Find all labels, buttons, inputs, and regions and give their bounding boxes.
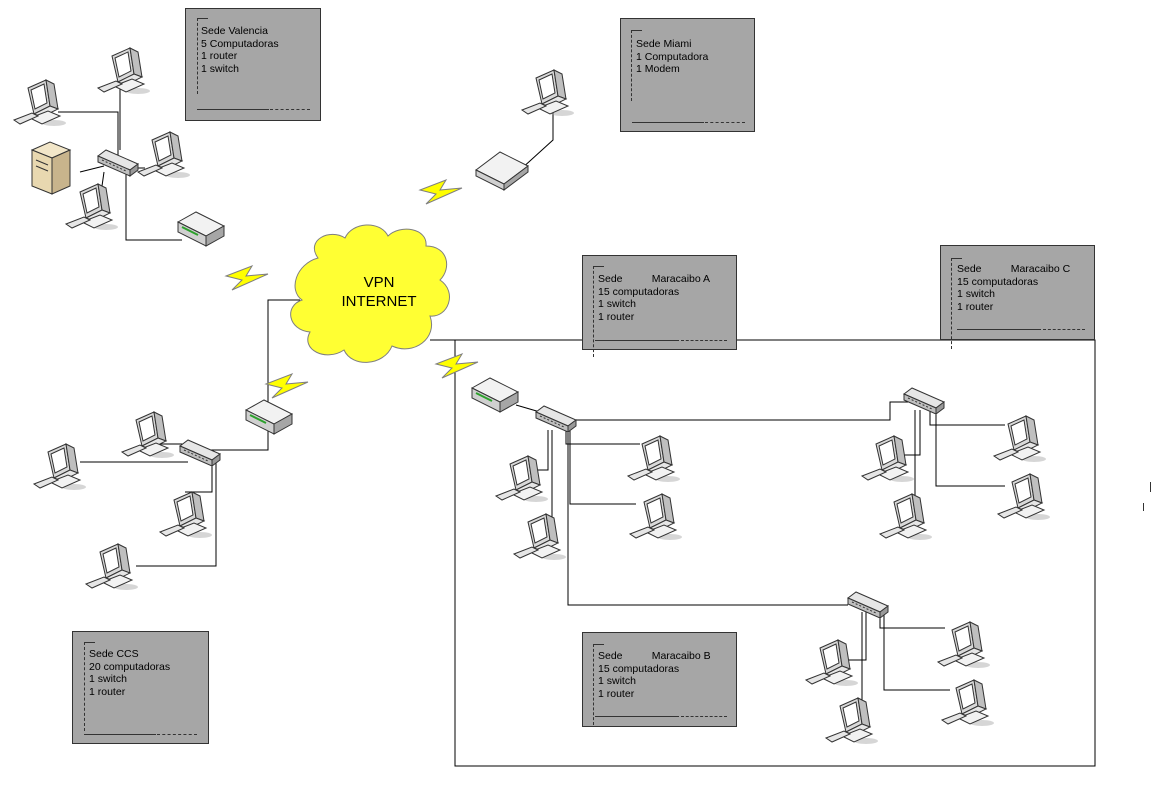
pc-icon xyxy=(879,493,933,541)
cloud-label-line1: VPN xyxy=(364,274,395,291)
site-note-ccs: Sede CCS 20 computadoras 1 switch 1 rout… xyxy=(72,631,209,744)
pc-icon xyxy=(159,491,213,539)
site-note-maracaibo-b: Sede Maracaibo B 15 computadoras 1 switc… xyxy=(582,632,737,727)
site-note-line: Sede Maracaibo A xyxy=(598,273,711,285)
pc-icon xyxy=(521,69,575,117)
edge-mark xyxy=(1143,503,1144,511)
site-note-line: Sede Miami xyxy=(636,38,692,50)
site-note-maracaibo-a: Sede Maracaibo A 15 computadoras 1 switc… xyxy=(582,255,737,357)
site-note-line: 1 switch xyxy=(201,62,239,75)
lightning-icon xyxy=(435,353,479,379)
pc-icon xyxy=(495,455,549,503)
site-note-miami: Sede Miami 1 Computadora 1 Modem xyxy=(620,18,755,132)
site-note-line: 1 router xyxy=(598,310,635,323)
cloud-icon: VPN INTERNET xyxy=(290,224,450,363)
pc-icon xyxy=(65,183,119,231)
site-note-line: 1 switch xyxy=(598,298,636,310)
lightning-icon xyxy=(265,373,309,399)
router-icon xyxy=(177,211,225,247)
pc-icon xyxy=(997,473,1051,521)
site-note-line: 15 computadoras xyxy=(598,662,680,675)
pc-icon xyxy=(627,435,681,483)
pc-icon xyxy=(805,639,859,687)
pc-icon xyxy=(825,697,879,745)
site-note-line: 15 computadoras xyxy=(598,285,680,298)
site-note-line: Sede Maracaibo C xyxy=(957,263,1071,275)
site-note-line: Sede Maracaibo B xyxy=(598,650,711,662)
cloud-label-line2: INTERNET xyxy=(342,293,417,310)
switch-icon xyxy=(847,591,889,619)
edge-mark xyxy=(1150,482,1151,492)
site-note-line: 1 router xyxy=(201,50,238,62)
site-note-line: 1 router xyxy=(89,685,126,698)
site-note-line: Sede CCS xyxy=(89,648,139,660)
switch-icon xyxy=(535,405,577,433)
site-note-line: 1 switch xyxy=(957,288,995,300)
switch-icon xyxy=(903,387,945,415)
site-note-maracaibo-c: Sede Maracaibo C 15 computadoras 1 switc… xyxy=(940,245,1095,349)
router-icon xyxy=(471,377,519,413)
modem-icon xyxy=(475,151,529,191)
pc-icon xyxy=(13,79,67,127)
pc-icon xyxy=(121,411,175,459)
pc-icon xyxy=(861,435,915,483)
site-note-line: Sede Valencia xyxy=(201,25,268,37)
site-note-line: 5 Computadoras xyxy=(201,37,279,50)
site-note-line: 1 switch xyxy=(598,675,636,687)
router-icon xyxy=(245,399,293,435)
pc-icon xyxy=(137,131,191,179)
site-note-line: 20 computadoras xyxy=(89,660,171,673)
site-note-line: 1 router xyxy=(598,687,635,700)
site-note-line: 1 Modem xyxy=(636,63,680,75)
lightning-icon xyxy=(225,265,269,291)
pc-icon xyxy=(937,621,991,669)
pc-icon xyxy=(941,679,995,727)
server-icon xyxy=(30,141,72,195)
pc-icon xyxy=(993,415,1047,463)
pc-icon xyxy=(33,443,87,491)
pc-icon xyxy=(629,493,683,541)
site-note-valencia: Sede Valencia 5 Computadoras 1 router 1 … xyxy=(185,8,321,121)
site-note-line: 15 computadoras xyxy=(957,275,1039,288)
pc-icon xyxy=(97,47,151,95)
site-note-line: 1 router xyxy=(957,300,994,313)
site-note-line: 1 Computadora xyxy=(636,50,709,63)
pc-icon xyxy=(85,543,139,591)
site-note-line: 1 switch xyxy=(89,673,127,685)
lightning-icon xyxy=(419,179,463,205)
pc-icon xyxy=(513,513,567,561)
